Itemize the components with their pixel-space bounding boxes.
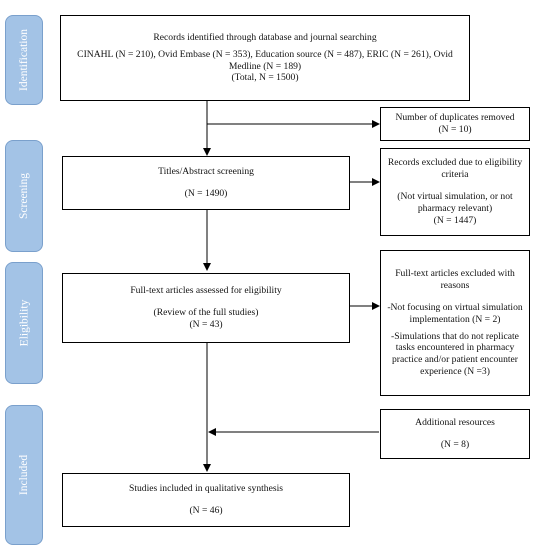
eligibility-count: (N = 43) <box>189 318 223 330</box>
duplicates-count: (N = 10) <box>438 124 472 135</box>
eligibility-title: Full-text articles assessed for eligibil… <box>130 285 282 297</box>
duplicates-box: Number of duplicates removed (N = 10) <box>380 107 530 141</box>
phase-screening: Screening <box>5 140 43 252</box>
excluded-screening-title: Records excluded due to eligibility crit… <box>387 157 523 181</box>
excluded-fulltext-box: Full-text articles excluded with reasons… <box>380 250 530 396</box>
excluded-fulltext-reason-1: -Not focusing on virtual simulation impl… <box>387 301 523 325</box>
identification-box: Records identified through database and … <box>60 15 470 101</box>
duplicates-title: Number of duplicates removed <box>395 112 515 124</box>
eligibility-review: (Review of the full studies) <box>153 307 259 318</box>
excluded-fulltext-title: Full-text articles excluded with reasons <box>395 267 515 291</box>
screening-title: Titles/Abstract screening <box>158 166 254 178</box>
excluded-screening-box: Records excluded due to eligibility crit… <box>380 148 530 236</box>
identification-total: (Total, N = 1500) <box>231 72 299 84</box>
additional-title: Additional resources <box>415 417 495 429</box>
eligibility-box: Full-text articles assessed for eligibil… <box>62 273 350 343</box>
phase-identification: Identification <box>5 15 43 105</box>
excluded-fulltext-reason-2: -Simulations that do not replicate tasks… <box>391 330 519 378</box>
screening-count: (N = 1490) <box>184 188 228 199</box>
screening-box: Titles/Abstract screening (N = 1490) <box>62 156 350 210</box>
included-count: (N = 46) <box>189 505 223 516</box>
additional-count: (N = 8) <box>440 439 470 450</box>
included-title: Studies included in qualitative synthesi… <box>128 483 283 495</box>
excluded-screening-reason: (Not virtual simulation, or not pharmacy… <box>397 191 513 214</box>
included-box: Studies included in qualitative synthesi… <box>62 473 350 527</box>
additional-resources-box: Additional resources (N = 8) <box>380 409 530 459</box>
phase-eligibility: Eligibility <box>5 262 43 384</box>
excluded-screening-count: (N = 1447) <box>433 214 477 226</box>
identification-title: Records identified through database and … <box>153 31 377 43</box>
identification-databases: CINAHL (N = 210), Ovid Embase (N = 353),… <box>77 48 453 72</box>
phase-included: Included <box>5 405 43 545</box>
